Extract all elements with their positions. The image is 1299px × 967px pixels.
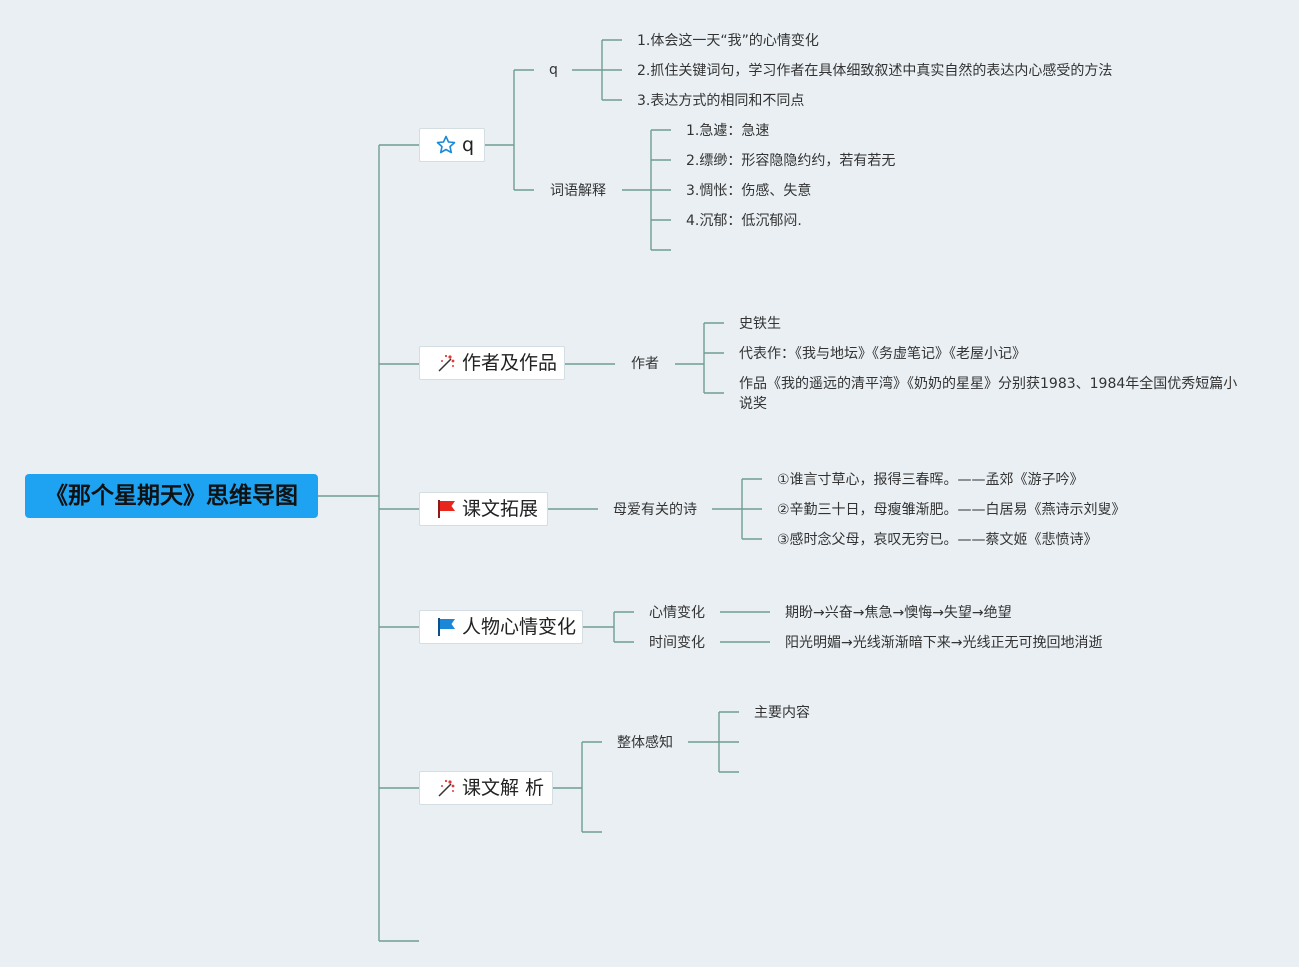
poem-item-2[interactable]: ②辛勤三十日，母瘦雏渐肥。——白居易《燕诗示刘叟》 xyxy=(777,502,1126,518)
node-poems[interactable]: 母爱有关的诗 xyxy=(613,502,697,518)
node-author[interactable]: 作者 xyxy=(631,356,659,372)
node-word-explanation[interactable]: 词语解释 xyxy=(550,183,606,199)
node-overall[interactable]: 整体感知 xyxy=(617,735,673,751)
q-item-3[interactable]: 3.表达方式的相同和不同点 xyxy=(637,93,805,109)
branch-mood-change-label: 人物心情变化 xyxy=(462,616,577,638)
word-item-4[interactable]: 4.沉郁：低沉郁闷. xyxy=(686,213,802,229)
word-item-1[interactable]: 1.急遽：急速 xyxy=(686,123,770,139)
blue-flag-icon xyxy=(436,617,456,637)
author-item-3[interactable]: 作品《我的遥远的清平湾》《奶奶的星星》分别获1983、1984年全国优秀短篇小 xyxy=(739,376,1238,392)
poem-item-3[interactable]: ③感时念父母，哀叹无穷已。——蔡文姬《悲愤诗》 xyxy=(777,532,1098,548)
branch-author-works-label: 作者及作品 xyxy=(462,352,558,374)
overall-item-1[interactable]: 主要内容 xyxy=(754,705,810,721)
mood-value[interactable]: 期盼→兴奋→焦急→懊悔→失望→绝望 xyxy=(785,605,1012,621)
node-mood[interactable]: 心情变化 xyxy=(649,605,705,621)
author-item-3-cont: 说奖 xyxy=(739,396,767,412)
red-flag-icon xyxy=(436,499,456,519)
word-item-3[interactable]: 3.惆怅：伤感、失意 xyxy=(686,183,812,199)
branch-text-analysis-label: 课文解 析 xyxy=(462,777,545,799)
branch-q-label: q xyxy=(462,134,475,156)
q-item-2[interactable]: 2.抓住关键词句，学习作者在具体细致叙述中真实自然的表达内心感受的方法 xyxy=(637,63,1113,79)
branch-mood-change[interactable]: 人物心情变化 xyxy=(419,610,583,644)
node-time[interactable]: 时间变化 xyxy=(649,635,705,651)
branch-extension[interactable]: 课文拓展 xyxy=(419,492,548,526)
branch-q[interactable]: q xyxy=(419,128,485,162)
author-item-2[interactable]: 代表作：《我与地坛》《务虚笔记》《老屋小记》 xyxy=(739,346,1026,362)
q-item-1[interactable]: 1.体会这一天“我”的心情变化 xyxy=(637,33,819,49)
star-icon xyxy=(436,135,456,155)
sparkle-icon xyxy=(436,353,456,373)
node-q[interactable]: q xyxy=(549,62,558,78)
word-item-2[interactable]: 2.缥缈：形容隐隐约约，若有若无 xyxy=(686,153,896,169)
author-item-1[interactable]: 史铁生 xyxy=(739,316,781,332)
sparkle-icon xyxy=(436,778,456,798)
branch-extension-label: 课文拓展 xyxy=(462,498,539,520)
poem-item-1[interactable]: ①谁言寸草心，报得三春晖。——孟郊《游子吟》 xyxy=(777,472,1084,488)
branch-author-works[interactable]: 作者及作品 xyxy=(419,346,565,380)
time-value[interactable]: 阳光明媚→光线渐渐暗下来→光线正无可挽回地消逝 xyxy=(785,635,1103,651)
branch-text-analysis[interactable]: 课文解 析 xyxy=(419,771,553,805)
root-topic[interactable]: 《那个星期天》思维导图 xyxy=(25,474,318,518)
